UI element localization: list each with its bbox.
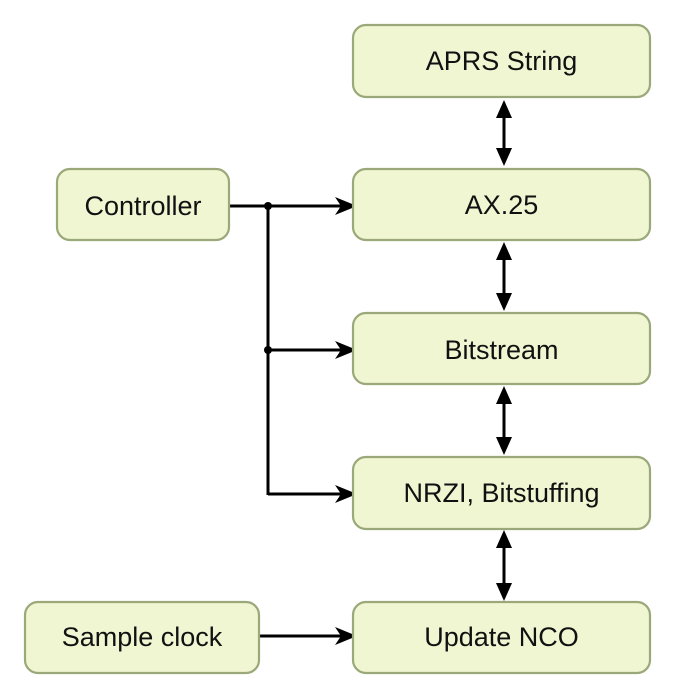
box-sample-clock: Sample clock (23, 600, 261, 675)
box-label: Sample clock (62, 622, 223, 652)
arrowhead-down (496, 583, 512, 601)
box-label: APRS String (426, 46, 578, 76)
box-aprs-string: APRS String (351, 23, 652, 99)
box-nrzi-bitstuffing: NRZI, Bitstuffing (351, 455, 652, 531)
arrowhead-right (335, 197, 357, 215)
arrowhead-right (335, 341, 357, 359)
box-label: Controller (84, 191, 201, 221)
arrowhead-down (496, 437, 512, 455)
box-update-nco: Update NCO (351, 600, 652, 675)
box-label: Update NCO (424, 622, 579, 652)
arrowhead-right (335, 485, 357, 503)
box-bitstream: Bitstream (351, 311, 652, 386)
connectors (230, 100, 512, 645)
box-label: NRZI, Bitstuffing (403, 478, 599, 508)
arrowhead-up (496, 386, 512, 404)
box-label: Bitstream (444, 335, 558, 365)
box-label: AX.25 (465, 190, 539, 220)
box-controller: Controller (55, 167, 231, 242)
arrowhead-right (335, 627, 357, 645)
arrowhead-up (496, 100, 512, 118)
arrowhead-up (496, 530, 512, 548)
arrowhead-down (496, 148, 512, 166)
arrowhead-up (496, 242, 512, 260)
junction-dot (264, 202, 272, 210)
arrowhead-down (496, 293, 512, 311)
junction-dot (264, 346, 272, 354)
box-ax25: AX.25 (351, 167, 652, 242)
